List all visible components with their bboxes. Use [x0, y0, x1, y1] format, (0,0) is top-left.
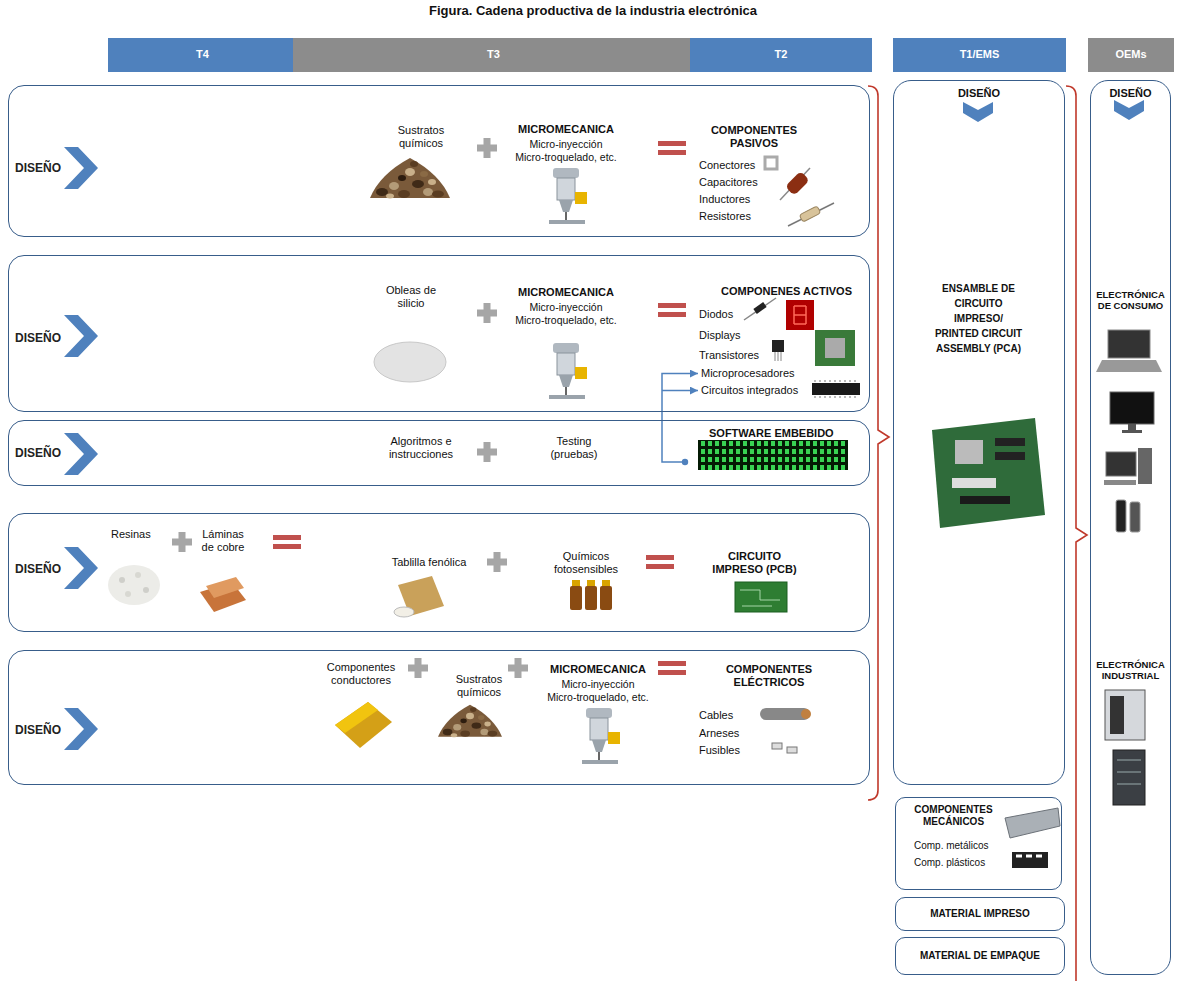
chain-row: DISEÑO Componentes conductores Sustratos q… — [8, 650, 870, 785]
chain-text: Componentes conductores — [321, 661, 401, 687]
chain-text: COMPONENTES PASIVOS — [699, 124, 809, 150]
chain-text: SOFTWARE EMBEBIDO — [709, 427, 834, 440]
chain-text: DISEÑO — [15, 161, 61, 175]
tier-band: OEMs — [1088, 38, 1174, 72]
column-text: ELECTRÓNICA DE CONSUMO — [1091, 289, 1170, 312]
input-label: Comp. metálicos — [914, 840, 988, 852]
input-label: Comp. plásticos — [914, 857, 985, 869]
tier-band: T2 — [690, 38, 872, 72]
chain-text: Químicos fotosensibles — [546, 550, 626, 576]
connector-line — [662, 390, 698, 392]
chain-text: Micro-inyección Micro-troquelado, etc. — [546, 678, 650, 703]
tier-label: T2 — [690, 48, 872, 61]
bracket — [868, 86, 1087, 981]
diagram-title: Figura. Cadena productiva de la industri… — [0, 3, 1186, 18]
tier-band: T1/EMS — [893, 38, 1066, 72]
column-text: DISEÑO — [894, 87, 1064, 100]
chain-text: Cables — [699, 709, 733, 722]
chain-text: Conectores — [699, 159, 755, 172]
chain-text: Diodos — [699, 308, 733, 321]
column-text: ENSAMBLE DE CIRCUITO IMPRESO/ PRINTED CI… — [933, 281, 1024, 356]
tier-label: T3 — [293, 48, 694, 61]
chain-text: Micro-inyección Micro-troquelado, etc. — [514, 301, 618, 326]
motherboard-icon — [932, 418, 1045, 528]
tier-band: T4 — [108, 38, 297, 72]
chain-text: Arneses — [699, 727, 739, 740]
chain-text: Micro-inyección Micro-troquelado, etc. — [514, 138, 618, 163]
active-component-icons — [744, 298, 860, 397]
chain-text: Circuitos integrados — [701, 384, 798, 397]
industrial-electronics-icons — [1105, 690, 1145, 805]
input-label: MATERIAL DE EMPAQUE — [896, 950, 1064, 962]
tier-column: DISEÑO ENSAMBLE DE CIRCUITO IMPRESO/ PRIN… — [893, 80, 1065, 785]
column-text: DISEÑO — [1091, 87, 1170, 100]
tier-label: OEMs — [1088, 48, 1174, 61]
chain-text: MICROMECANICA — [516, 123, 616, 136]
chain-text: Fusibles — [699, 744, 740, 757]
chain-row: DISEÑO Sustratos químicos MICROMECANICA Mic… — [8, 85, 870, 237]
chain-text: COMPONENES ACTIVOS — [721, 285, 852, 298]
chain-text: MICROMECANICA — [516, 286, 616, 299]
chain-row: DISEÑO Algoritmos e instrucciones Testing … — [8, 420, 870, 486]
pcb-material-icons — [108, 565, 787, 617]
chain-row: DISEÑO Resinas Láminas de cobreTablilla fe… — [8, 513, 870, 632]
input-box: MATERIAL IMPRESO — [895, 897, 1065, 931]
chain-text: COMPONENTES ELÉCTRICOS — [709, 663, 829, 689]
chain-text: Capacitores — [699, 176, 758, 189]
chain-text: Microprocesadores — [701, 367, 795, 380]
chain-text: Testing (pruebas) — [539, 435, 609, 461]
connector-line — [662, 374, 698, 462]
chain-text: Obleas de silicio — [376, 284, 446, 310]
chain-text: Sustratos químicos — [441, 673, 517, 699]
tier-label: T1/EMS — [893, 48, 1066, 61]
consumer-electronics-icons — [1096, 330, 1162, 532]
chain-text: Transistores — [699, 349, 759, 362]
chain-text: DISEÑO — [15, 446, 61, 460]
chain-text: DISEÑO — [15, 331, 61, 345]
plus-sign — [172, 138, 528, 678]
tier-band: T3 — [293, 38, 694, 72]
chain-text: Tablilla fenólica — [374, 556, 484, 569]
input-label: COMPONENTES MECÁNICOS — [896, 804, 1011, 828]
input-box: MATERIAL DE EMPAQUE — [895, 937, 1065, 975]
design-chevron — [64, 100, 1144, 750]
chain-text: MICROMECANICA — [548, 663, 648, 676]
equals-sign — [273, 141, 686, 675]
chain-text: DISEÑO — [15, 723, 61, 737]
chain-text: Resinas — [111, 528, 151, 541]
chain-text: Algoritmos e instrucciones — [381, 435, 461, 461]
chain-text: DISEÑO — [15, 562, 61, 576]
connector-dot — [682, 459, 688, 465]
mechanical-parts-icons — [1005, 808, 1060, 868]
chain-text: Resistores — [699, 210, 751, 223]
chain-text: Sustratos químicos — [381, 124, 461, 150]
chain-text: CIRCUITO IMPRESO (PCB) — [707, 550, 802, 576]
tier-column: DISEÑO ELECTRÓNICA DE CONSUMO ELECTRÓNICA … — [1090, 80, 1171, 975]
chain-text: Displays — [699, 329, 741, 342]
chain-row: DISEÑO Obleas de silicio MICROMECANICA Micr… — [8, 255, 870, 412]
input-label: MATERIAL IMPRESO — [896, 908, 1064, 920]
wafer-icon — [374, 342, 446, 382]
input-box: COMPONENTES MECÁNICOS Comp. metálicosComp… — [895, 797, 1062, 890]
chain-text: Inductores — [699, 193, 750, 206]
column-text: ELECTRÓNICA INDUSTRIAL — [1091, 659, 1170, 682]
chain-text: Láminas de cobre — [197, 528, 249, 554]
embedded-software-icon — [698, 440, 848, 470]
passive-component-icons — [765, 157, 834, 226]
tier-label: T4 — [108, 48, 297, 61]
